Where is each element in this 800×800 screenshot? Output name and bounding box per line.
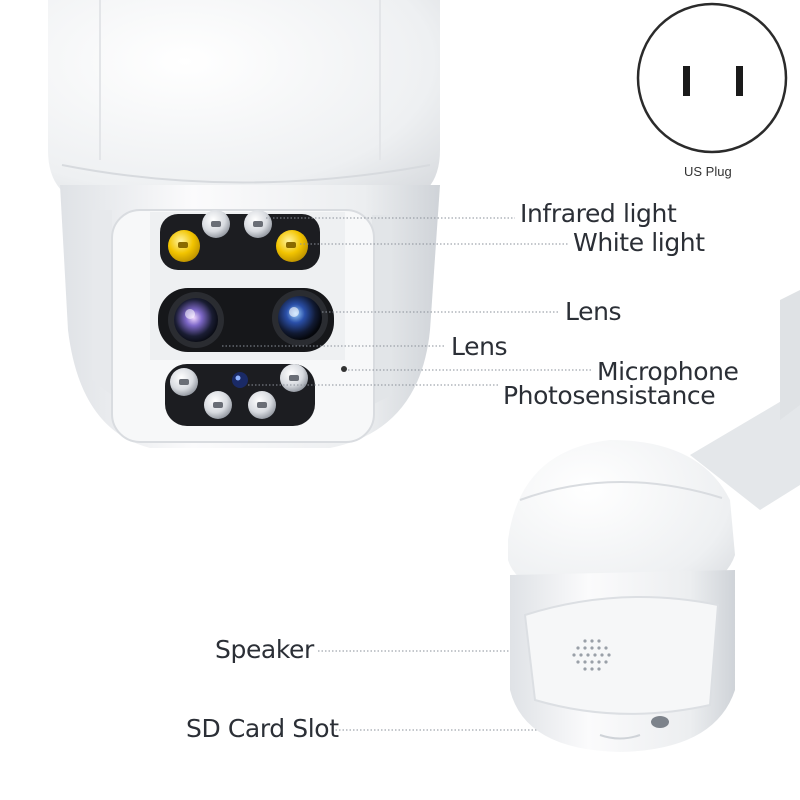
label-photosensistance: Photosensistance xyxy=(503,381,716,410)
label-sd-card-slot: SD Card Slot xyxy=(186,714,339,743)
label-microphone: Microphone xyxy=(597,357,739,386)
label-speaker: Speaker xyxy=(215,635,314,664)
led-bar-bottom xyxy=(165,364,315,426)
label-infrared-light: Infrared light xyxy=(520,199,677,228)
plug-face xyxy=(636,2,788,154)
microphone-hole xyxy=(341,366,347,372)
label-lens-right: Lens xyxy=(565,297,622,326)
camera-dome-top xyxy=(48,0,440,205)
us-plug xyxy=(636,2,788,154)
label-white-light: White light xyxy=(573,228,705,257)
leader-lines xyxy=(222,217,595,731)
plug-prong xyxy=(683,66,690,96)
photosensor xyxy=(232,372,248,388)
label-lens-left: Lens xyxy=(451,332,508,361)
rear-camera xyxy=(508,290,800,752)
main-camera xyxy=(48,0,440,448)
plug-prong xyxy=(736,66,743,96)
sd-card-slot xyxy=(651,716,669,728)
plug-caption: US Plug xyxy=(684,164,732,179)
rear-camera-dome xyxy=(508,440,735,605)
speaker-grille xyxy=(572,639,611,671)
